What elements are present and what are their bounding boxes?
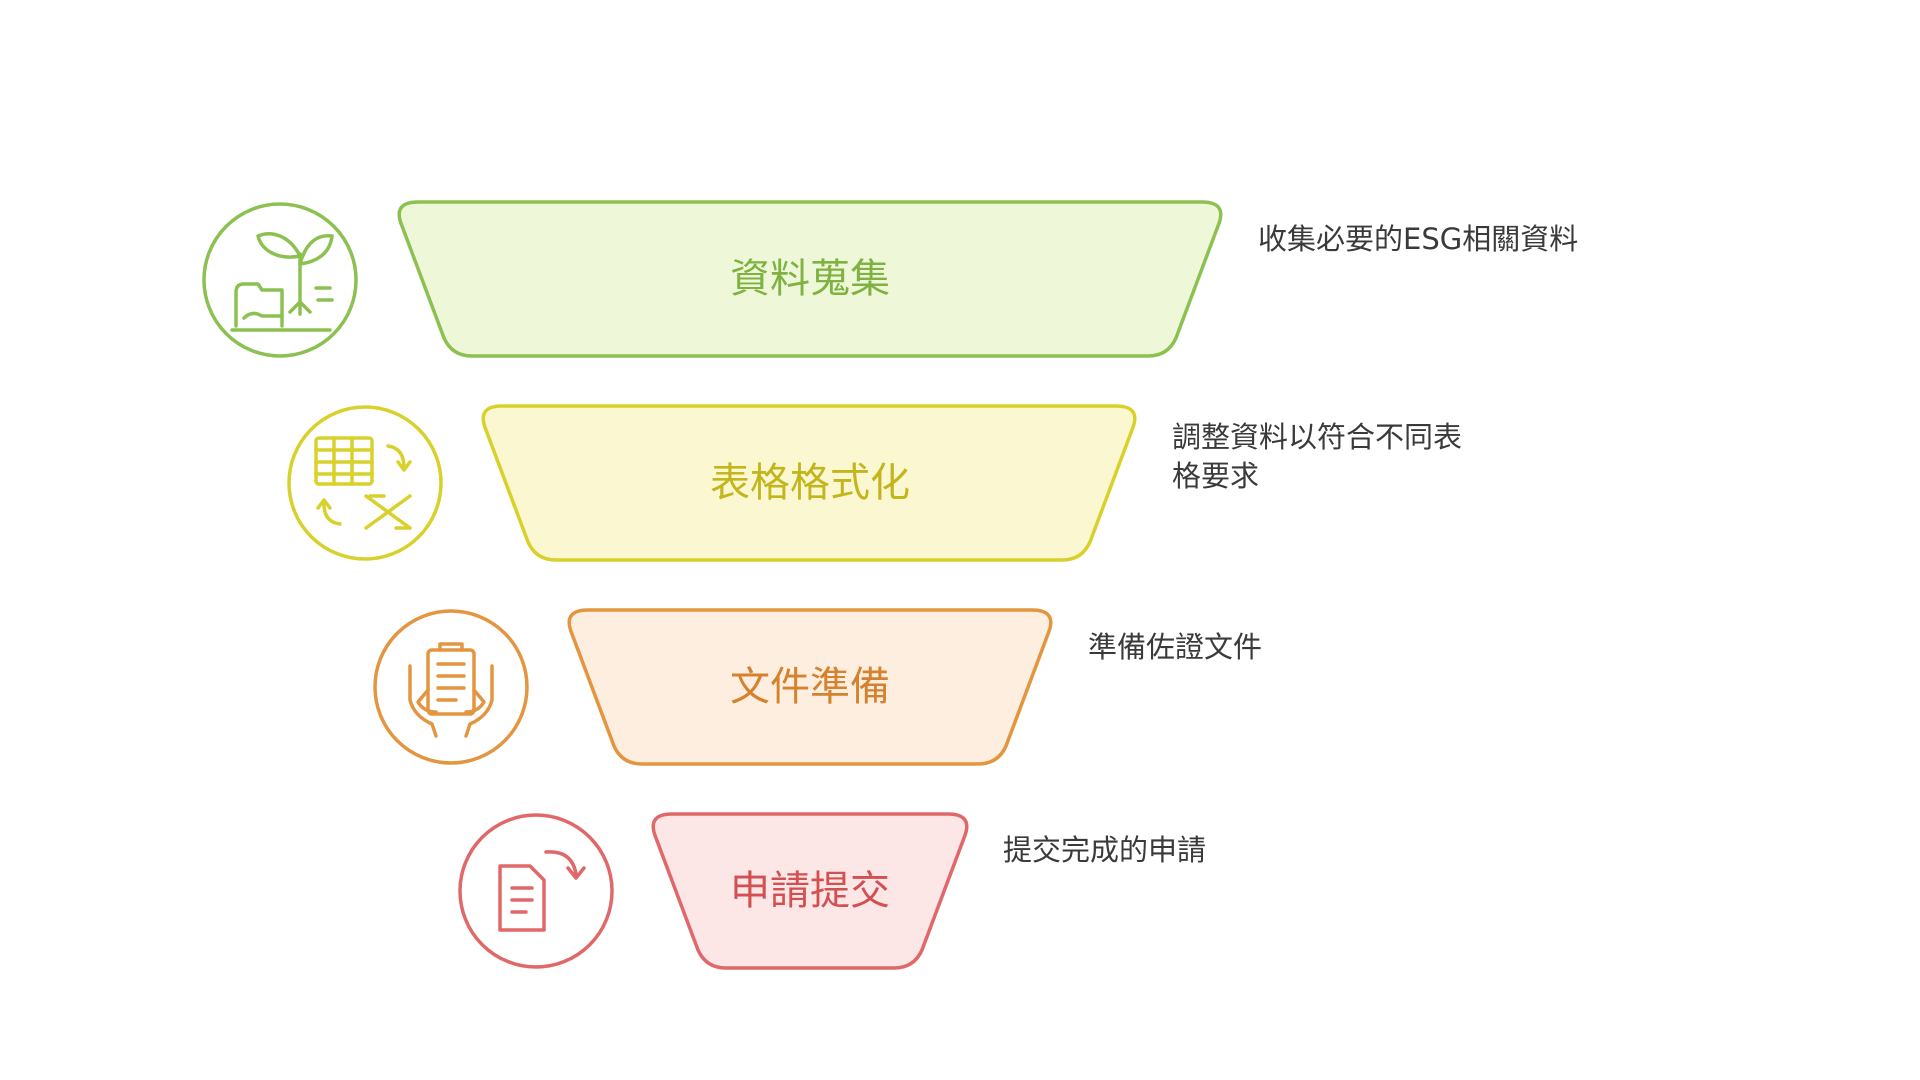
stage-1-label: 資料蒐集 bbox=[730, 256, 890, 302]
stage-3-description: 準備佐證文件 bbox=[1088, 630, 1263, 664]
stage-4: 申請提交 bbox=[458, 812, 969, 970]
stage-2-label: 表格格式化 bbox=[710, 460, 910, 506]
stage-3: 文件準備 bbox=[373, 608, 1053, 766]
stage-2-trapezoid bbox=[481, 404, 1137, 562]
stage-3-label: 文件準備 bbox=[730, 664, 890, 710]
hands-holding-document-icon bbox=[373, 609, 529, 765]
stage-4-description: 提交完成的申請 bbox=[1003, 833, 1207, 867]
stage-1: 資料蒐集 bbox=[202, 200, 1223, 358]
stage-1-trapezoid bbox=[397, 200, 1223, 358]
stage-3-trapezoid bbox=[567, 608, 1053, 766]
document-submit-icon bbox=[458, 813, 614, 969]
stage-4-trapezoid bbox=[651, 812, 969, 970]
stage-2: 表格格式化 bbox=[287, 404, 1137, 562]
stage-4-label: 申請提交 bbox=[730, 868, 890, 914]
stage-1-description: 收集必要的ESG相關資料 bbox=[1258, 222, 1579, 256]
stage-2-description: 調整資料以符合不同表 格要求 bbox=[1172, 420, 1463, 493]
spreadsheet-convert-icon bbox=[287, 405, 443, 561]
seedling-growth-icon bbox=[202, 202, 358, 358]
